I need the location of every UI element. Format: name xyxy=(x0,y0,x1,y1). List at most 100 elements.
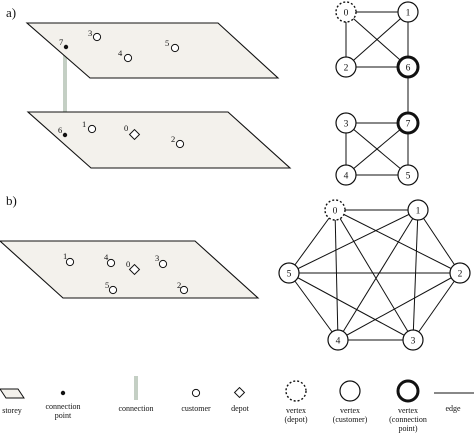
customer-label-2: 2 xyxy=(171,134,175,144)
panel-a-label: a) xyxy=(6,5,16,20)
vertex-3 xyxy=(402,329,424,351)
legend-label-edge: edge xyxy=(445,404,461,413)
vertex-6-connection xyxy=(396,55,420,79)
legend-connection-icon xyxy=(134,376,138,400)
edge xyxy=(288,272,414,341)
depot xyxy=(128,128,141,141)
edge xyxy=(337,209,419,341)
legend-customer-icon xyxy=(191,388,201,398)
edge xyxy=(288,209,336,274)
connection-pillar xyxy=(63,43,67,131)
vertex-label: 2 xyxy=(458,270,463,280)
vertex-label: 4 xyxy=(336,337,341,347)
legend-storey-icon xyxy=(0,388,25,399)
customer-2 xyxy=(175,139,185,149)
vertex-label: 0 xyxy=(333,207,338,217)
legend-label-vertex-depot-1: vertex xyxy=(286,406,306,415)
vertex-5 xyxy=(278,262,300,284)
customer-label-4: 4 xyxy=(118,48,123,58)
legend-label-vertex-connection-2: (connection xyxy=(389,415,427,424)
customer-label: 1 xyxy=(63,251,67,261)
connection-label-7: 7 xyxy=(59,37,63,47)
customer-label-1: 1 xyxy=(82,119,86,129)
customer-label: 3 xyxy=(155,253,159,263)
customer-label: 2 xyxy=(177,280,181,290)
graph-b-edges xyxy=(288,209,461,341)
connection-point-7 xyxy=(63,44,69,50)
vertex-2 xyxy=(335,56,357,78)
customer-label: 5 xyxy=(105,280,109,290)
graph-a-bottom-edges xyxy=(345,122,409,176)
legend: storey connection point connection custo… xyxy=(0,376,474,433)
customer-4 xyxy=(106,258,116,268)
depot-label: 0 xyxy=(126,259,130,269)
vertex-label: 4 xyxy=(344,172,349,182)
legend-vertex-customer-icon xyxy=(339,380,361,402)
edge xyxy=(288,272,339,341)
legend-depot-icon xyxy=(233,386,246,399)
panel-b-label: b) xyxy=(6,193,17,208)
vertex-label: 2 xyxy=(344,64,349,74)
customer-5 xyxy=(170,43,180,53)
vertex-label: 7 xyxy=(406,120,411,130)
edge xyxy=(334,209,339,341)
customer-3 xyxy=(92,32,102,42)
customer-3 xyxy=(158,259,168,269)
vertex-7-connection xyxy=(396,111,420,135)
legend-label-vertex-customer-2: (customer) xyxy=(333,415,368,424)
vertex-4 xyxy=(335,164,357,186)
legend-label-vertex-connection-1: vertex xyxy=(398,406,418,415)
vertex-3 xyxy=(335,112,357,134)
customer-label-5: 5 xyxy=(165,38,169,48)
vertex-0-depot xyxy=(335,1,357,23)
edge xyxy=(334,209,414,341)
edge xyxy=(345,122,409,176)
depot xyxy=(128,263,141,276)
legend-label-depot: depot xyxy=(231,404,250,413)
legend-label-vertex-depot-2: (depot) xyxy=(284,415,307,424)
legend-label-storey: storey xyxy=(2,406,22,415)
legend-label-connection-point-1: connection xyxy=(45,402,80,411)
edge xyxy=(288,209,419,274)
customer-2 xyxy=(179,285,189,295)
customer-5 xyxy=(108,285,118,295)
vertex-label: 1 xyxy=(406,9,411,19)
connection-point-6 xyxy=(62,132,68,138)
vertex-label: 3 xyxy=(344,120,349,130)
customer-4 xyxy=(123,53,133,63)
edge xyxy=(337,272,461,341)
vertex-0-depot xyxy=(324,199,346,221)
vertex-1 xyxy=(397,1,419,23)
customer-label-3: 3 xyxy=(88,28,92,38)
legend-label-vertex-connection-3: point) xyxy=(398,424,417,433)
legend-label-vertex-customer-1: vertex xyxy=(340,406,360,415)
edge xyxy=(334,209,461,274)
legend-label-connection: connection xyxy=(118,404,153,413)
upper-storey-plane xyxy=(25,22,280,79)
vertex-2 xyxy=(449,262,471,284)
customer-1 xyxy=(87,124,97,134)
legend-label-customer: customer xyxy=(181,404,211,413)
legend-connection-point-icon xyxy=(60,390,66,396)
edge xyxy=(412,272,461,341)
vertex-label: 6 xyxy=(406,64,411,74)
customer-label: 4 xyxy=(104,252,109,262)
edge xyxy=(412,209,419,341)
customer-1 xyxy=(65,257,75,267)
vertex-4 xyxy=(327,329,349,351)
connection-label-6: 6 xyxy=(58,125,62,135)
legend-vertex-connection-icon xyxy=(396,379,420,403)
vertex-label: 5 xyxy=(287,270,292,280)
vertex-label: 5 xyxy=(406,172,411,182)
vertex-5 xyxy=(397,164,419,186)
legend-label-connection-point-2: point xyxy=(55,411,72,420)
vertex-label: 0 xyxy=(344,9,349,19)
vertex-label: 3 xyxy=(411,337,416,347)
vertex-1 xyxy=(407,199,429,221)
edge xyxy=(417,209,461,274)
legend-vertex-depot-icon xyxy=(285,380,307,402)
vertex-label: 1 xyxy=(416,207,421,217)
edge xyxy=(345,11,409,68)
lower-storey-plane xyxy=(26,111,292,169)
